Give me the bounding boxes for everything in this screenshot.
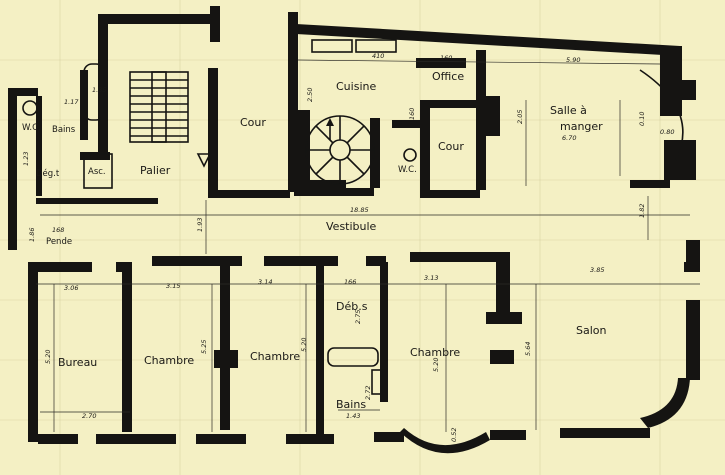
room-bains-top: Bains xyxy=(52,125,76,135)
dim-160-a: 160 xyxy=(440,54,452,62)
dim-270: 2.70 xyxy=(82,412,96,420)
dim-315: 3.15 xyxy=(166,282,180,290)
dim-520-a: 5.20 xyxy=(44,350,52,364)
dim-182: 1.82 xyxy=(638,204,646,218)
dim-520-c: 5.20 xyxy=(432,358,440,372)
dim-525: 5.25 xyxy=(200,340,208,354)
interior-walls xyxy=(36,50,700,434)
room-cour-mid: Cour xyxy=(438,140,464,153)
room-chambre-1: Chambre xyxy=(144,354,194,367)
dim-205: 2.05 xyxy=(516,110,524,124)
dim-193: 1.93 xyxy=(196,218,204,232)
room-office: Office xyxy=(432,70,464,83)
dim-123: 1.23 xyxy=(22,152,30,166)
dim-590: 5.90 xyxy=(566,56,580,64)
room-salon: Salon xyxy=(576,324,607,337)
dim-564: 5.64 xyxy=(524,342,532,356)
room-debs: Déb.s xyxy=(336,300,368,313)
fixtures xyxy=(22,39,684,395)
dim-168: 168 xyxy=(52,226,64,234)
room-bureau: Bureau xyxy=(58,356,97,369)
dim-166: 166 xyxy=(344,278,356,286)
dim-275: 2.75 xyxy=(354,310,362,324)
dim-160-b: 160 xyxy=(408,108,416,120)
room-cour-left: Cour xyxy=(240,116,266,129)
dim-135: 1.35 xyxy=(92,86,106,94)
dim-670: 6.70 xyxy=(562,134,576,142)
room-cuisine: Cuisine xyxy=(336,80,376,93)
dimension-lines xyxy=(36,59,700,432)
dim-410: 410 xyxy=(372,52,384,60)
room-bains-bottom: Bains xyxy=(336,398,366,411)
dim-080: 0.80 xyxy=(660,128,674,136)
dim-186: 1.86 xyxy=(28,228,36,242)
room-chambre-3: Chambre xyxy=(410,346,460,359)
room-palier: Palier xyxy=(140,164,171,177)
room-chambre-2: Chambre xyxy=(250,350,300,363)
dim-010: 0.10 xyxy=(638,112,646,126)
dim-250: 2.50 xyxy=(306,88,314,102)
room-salle-line2: manger xyxy=(560,120,603,133)
room-wc-mid: W.C. xyxy=(398,165,417,175)
outer-walls xyxy=(8,6,700,454)
room-asc: Asc. xyxy=(88,167,106,177)
dim-117: 1.17 xyxy=(64,98,79,106)
dim-1885: 18.85 xyxy=(350,206,369,214)
dim-314: 3.14 xyxy=(258,278,272,286)
dim-385: 3.85 xyxy=(590,266,604,274)
dim-052: 0.52 xyxy=(450,428,458,442)
dim-272: 2.72 xyxy=(364,386,372,400)
room-salle-line1: Salle à xyxy=(550,104,587,117)
dimension-labels: 410 160 5.90 2.50 160 2.05 6.70 0.10 0.8… xyxy=(22,52,674,442)
dim-313: 3.13 xyxy=(424,274,438,282)
room-labels: Cour Cuisine Office Salle à manger W.C. … xyxy=(22,70,607,411)
dim-143: 1.43 xyxy=(346,412,360,420)
room-vestibule: Vestibule xyxy=(326,220,377,233)
dim-306: 3.06 xyxy=(64,284,78,292)
room-wc-left: W.C. xyxy=(22,123,41,133)
room-pende: Pende xyxy=(46,237,72,247)
dim-520-b: 5.20 xyxy=(300,338,308,352)
room-deg: Dég.t xyxy=(36,168,60,179)
